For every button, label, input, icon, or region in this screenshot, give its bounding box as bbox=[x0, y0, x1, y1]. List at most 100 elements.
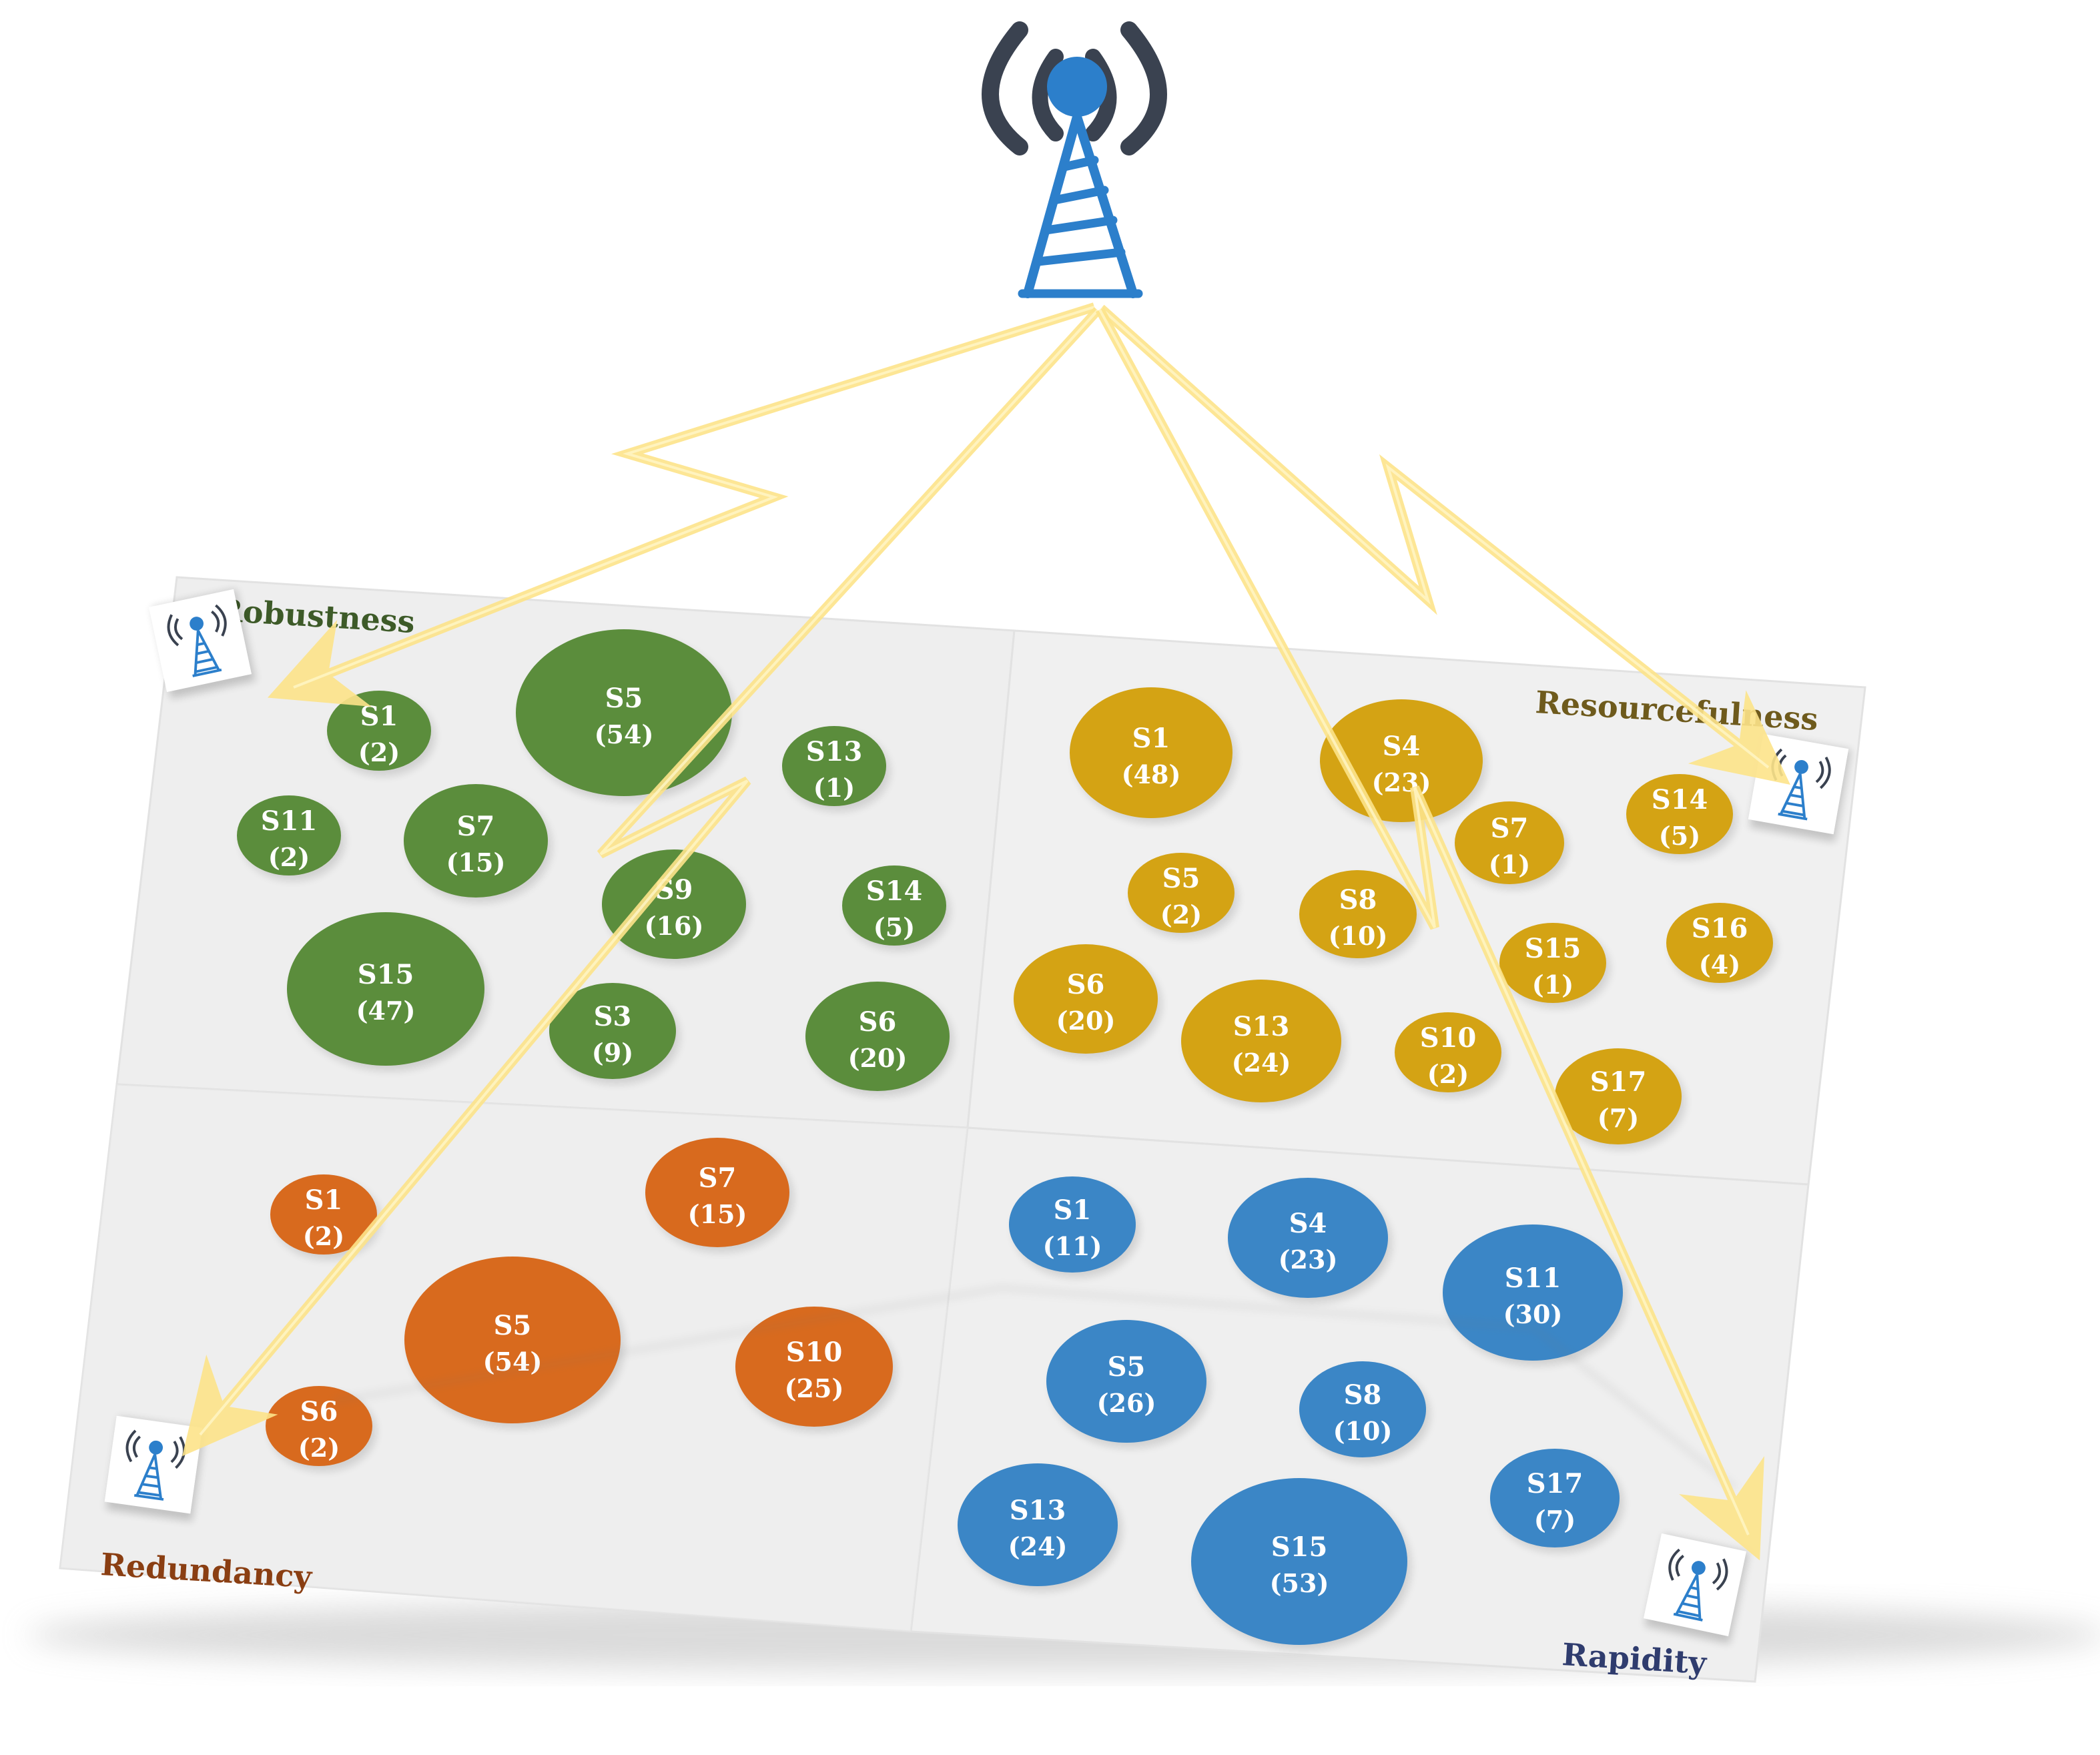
bubble-id-label: S11 bbox=[1505, 1263, 1561, 1294]
bubble-value-label: (54) bbox=[595, 719, 654, 749]
bubble bbox=[404, 784, 548, 898]
bubble bbox=[1181, 980, 1341, 1102]
signal-to-resourcefulness bbox=[1098, 304, 1790, 785]
bubble-id-label: S13 bbox=[1010, 1495, 1066, 1526]
bubble bbox=[549, 983, 676, 1079]
robustness-node-s9: S9(16) bbox=[602, 849, 750, 964]
bubble-id-label: S16 bbox=[1692, 913, 1748, 944]
bubble-id-label: S5 bbox=[494, 1310, 532, 1341]
resourcefulness-node-s14: S14(5) bbox=[1626, 774, 1737, 859]
bubble-id-label: S5 bbox=[1108, 1351, 1146, 1383]
bubble-value-label: (5) bbox=[873, 912, 915, 942]
bubble-id-label: S17 bbox=[1590, 1066, 1647, 1098]
bubble bbox=[735, 1307, 893, 1427]
bubble-value-label: (24) bbox=[1232, 1048, 1291, 1078]
redundancy-node-s1: S1(2) bbox=[270, 1174, 381, 1260]
bubble bbox=[287, 912, 484, 1066]
bubble-id-label: S11 bbox=[261, 805, 318, 837]
bubble bbox=[805, 982, 950, 1091]
bubble-id-label: S6 bbox=[859, 1006, 897, 1038]
bubble bbox=[1046, 1320, 1206, 1443]
bubble-id-label: S1 bbox=[1132, 723, 1170, 754]
robustness-node-s11: S11(2) bbox=[237, 795, 345, 881]
bubble bbox=[327, 691, 431, 771]
signal-to-robustness bbox=[267, 302, 1096, 707]
bubble-value-label: (48) bbox=[1122, 759, 1181, 789]
resourcefulness-node-s13: S13 (24) bbox=[1181, 980, 1345, 1108]
bubble-id-label: S14 bbox=[1652, 784, 1708, 815]
bubble-value-label: (26) bbox=[1097, 1388, 1156, 1418]
bubble-id-label: S4 bbox=[1383, 731, 1421, 762]
rapidity-title: Rapidity bbox=[1561, 1636, 1708, 1681]
bubble-value-label: (2) bbox=[1427, 1059, 1469, 1089]
bubble bbox=[1555, 1048, 1682, 1144]
bubble-id-label: S3 bbox=[594, 1001, 632, 1032]
rapidity-tower-icon bbox=[1642, 1533, 1749, 1644]
bubble bbox=[1455, 801, 1564, 884]
bubble-value-label: (9) bbox=[592, 1038, 633, 1068]
bubble-value-label: (15) bbox=[688, 1199, 747, 1229]
bubble-value-label: (47) bbox=[356, 996, 416, 1026]
quadrant-board: S1(2)S5(54)S13(1)S11(2)S7(15)S9(16)S14(5… bbox=[59, 576, 1866, 1683]
resourcefulness-node-s8: S8(10) bbox=[1299, 870, 1421, 964]
rapidity-node-s1: S1 (11) bbox=[1009, 1176, 1140, 1278]
bubble-value-label: (2) bbox=[298, 1433, 340, 1463]
rapidity-node-s8: S8 (10) bbox=[1299, 1361, 1430, 1463]
bubble bbox=[1128, 853, 1235, 933]
bubble-value-label: (10) bbox=[1333, 1416, 1393, 1446]
resourcefulness-node-s7: S7(1) bbox=[1455, 801, 1568, 890]
bubble bbox=[1626, 774, 1733, 854]
bubble-value-label: (2) bbox=[268, 842, 310, 872]
redundancy-tower-icon bbox=[103, 1416, 206, 1521]
bubble-id-label: S5 bbox=[605, 683, 643, 714]
bubble-id-label: S14 bbox=[866, 875, 923, 907]
bubble-id-label: S1 bbox=[1054, 1194, 1092, 1226]
bubble bbox=[1499, 923, 1606, 1003]
bubble-id-label: S5 bbox=[1162, 863, 1200, 894]
bubble bbox=[1490, 1449, 1620, 1547]
bubble-id-label: S8 bbox=[1344, 1379, 1382, 1411]
robustness-tower-icon bbox=[149, 589, 256, 699]
bubble bbox=[1009, 1176, 1136, 1273]
bubble-value-label: (2) bbox=[358, 737, 400, 767]
bubble bbox=[270, 1174, 377, 1255]
robustness-node-s14: S14(5) bbox=[842, 865, 950, 951]
resourcefulness-node-s6: S6(20) bbox=[1014, 944, 1162, 1059]
bubble-id-label: S7 bbox=[457, 811, 495, 842]
rapidity-node-s13: S13 (24) bbox=[958, 1463, 1122, 1592]
bubble-id-label: S15 bbox=[1271, 1531, 1328, 1563]
bubble bbox=[602, 849, 746, 959]
signal-links bbox=[182, 302, 1790, 1561]
bubble bbox=[1666, 903, 1773, 983]
bubble-value-label: (11) bbox=[1043, 1231, 1102, 1261]
bubble-value-label: (25) bbox=[785, 1373, 844, 1403]
robustness-node-s7: S7(15) bbox=[404, 784, 552, 903]
signal-to-redundancy bbox=[182, 307, 1102, 1457]
bubble-value-label: (53) bbox=[1270, 1568, 1329, 1598]
resourcefulness-node-s5: S5(2) bbox=[1128, 853, 1239, 938]
bubble bbox=[1395, 1012, 1501, 1092]
rapidity-node-s15: S15 (53) bbox=[1191, 1478, 1411, 1650]
bubble-value-label: (24) bbox=[1008, 1531, 1068, 1561]
bubble-id-label: S10 bbox=[1420, 1022, 1477, 1054]
bubble bbox=[237, 795, 341, 875]
bubble-value-label: (7) bbox=[1534, 1505, 1576, 1535]
bubble bbox=[958, 1463, 1118, 1586]
redundancy-node-s6: S6(2) bbox=[266, 1386, 376, 1471]
rapidity-node-s5: S5 (26) bbox=[1046, 1320, 1210, 1448]
bubble bbox=[1191, 1478, 1407, 1645]
bubble-value-label: (10) bbox=[1329, 921, 1388, 951]
robustness-node-s15: S15(47) bbox=[287, 912, 488, 1071]
bubble-id-label: S1 bbox=[305, 1184, 343, 1216]
bubble-id-label: S1 bbox=[360, 701, 398, 732]
resourcefulness-node-s17: S17(7) bbox=[1555, 1048, 1686, 1150]
bubble bbox=[516, 629, 732, 796]
robustness-node-s6: S6(20) bbox=[805, 982, 954, 1096]
redundancy-node-s10: S10 (25) bbox=[735, 1307, 897, 1432]
bubble-id-label: S7 bbox=[1491, 813, 1529, 844]
bubble-id-label: S13 bbox=[806, 736, 863, 767]
bubble-id-label: S7 bbox=[699, 1162, 737, 1194]
bubble-value-label: (5) bbox=[1659, 821, 1700, 851]
bubble-id-label: S10 bbox=[786, 1337, 843, 1368]
bubble-id-label: S13 bbox=[1233, 1011, 1290, 1042]
